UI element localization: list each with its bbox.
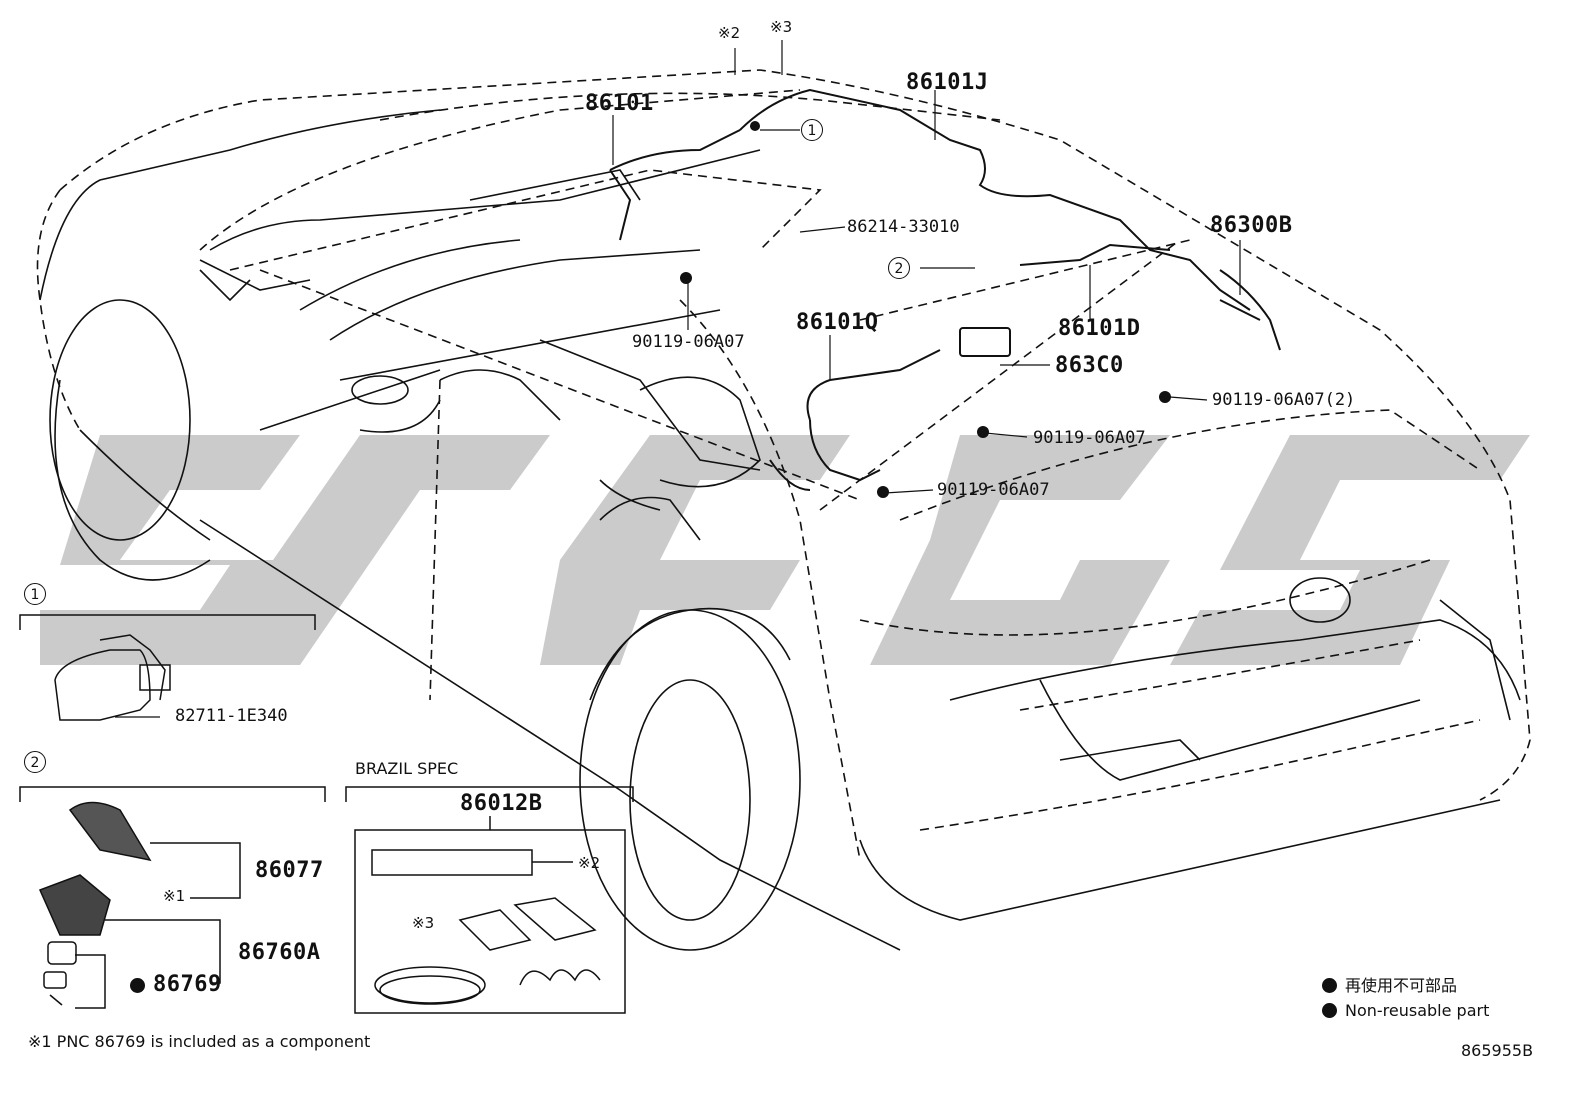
inset-1-number: 1: [24, 583, 46, 605]
non-reusable-dot-icon: [130, 978, 145, 993]
inset-2-number: 2: [24, 751, 46, 773]
vehicle-outline: [36, 69, 1531, 951]
callout-circle-1: 1: [801, 119, 823, 141]
callout-circle-2: 2: [888, 257, 910, 279]
legend-en: Non-reusable part: [1322, 1003, 1489, 1019]
part-86101[interactable]: 86101: [585, 91, 654, 116]
mark-3-brazil: ※3: [412, 914, 435, 932]
part-863C0[interactable]: 863C0: [1055, 353, 1124, 378]
legend-jp: 再使用不可部品: [1322, 978, 1457, 994]
leader-lines: [115, 40, 1241, 718]
footnote: ※1 PNC 86769 is included as a component: [28, 1032, 371, 1051]
legend-dot-icon-2: [1322, 1003, 1337, 1018]
part-86760A[interactable]: 86760A: [238, 940, 321, 965]
antenna-harnesses: [609, 88, 1281, 491]
part-86769[interactable]: 86769: [130, 974, 222, 996]
mark-3-top: ※3: [770, 18, 793, 36]
bolt-90119-06A07-amp[interactable]: 90119-06A07: [1033, 428, 1146, 448]
illustration-id: 865955B: [1461, 1041, 1534, 1060]
part-86101Q[interactable]: 86101Q: [796, 310, 879, 335]
part-82711-1E340[interactable]: 82711-1E340: [175, 706, 288, 726]
part-86012B[interactable]: 86012B: [460, 791, 543, 816]
legend-en-text: Non-reusable part: [1345, 1001, 1490, 1020]
legend-dot-icon: [1322, 978, 1337, 993]
bolt-icons: [680, 121, 1171, 498]
brazil-spec-heading: BRAZIL SPEC: [355, 759, 459, 778]
bolt-90119-06A07-dash[interactable]: 90119-06A07: [632, 332, 745, 352]
mark-2-brazil: ※2: [578, 854, 601, 872]
bolt-90119-06A07-2[interactable]: 90119-06A07(2): [1212, 390, 1356, 410]
part-86769-text: 86769: [153, 972, 222, 997]
part-86101J[interactable]: 86101J: [906, 70, 989, 95]
brazil-spec-frame: [345, 786, 634, 1014]
watermark-logo: [40, 435, 1530, 665]
part-86300B[interactable]: 86300B: [1210, 213, 1293, 238]
part-86101D[interactable]: 86101D: [1058, 316, 1141, 341]
mark-2-top: ※2: [718, 24, 741, 42]
part-86214-33010[interactable]: 86214-33010: [847, 217, 960, 237]
inset-2-frame: [19, 786, 326, 1009]
inset-1-frame: [19, 614, 316, 721]
mark-1-inset: ※1: [163, 887, 186, 905]
part-86077[interactable]: 86077: [255, 858, 324, 883]
legend-jp-text: 再使用不可部品: [1345, 976, 1458, 995]
bolt-90119-06A07-harness[interactable]: 90119-06A07: [937, 480, 1050, 500]
